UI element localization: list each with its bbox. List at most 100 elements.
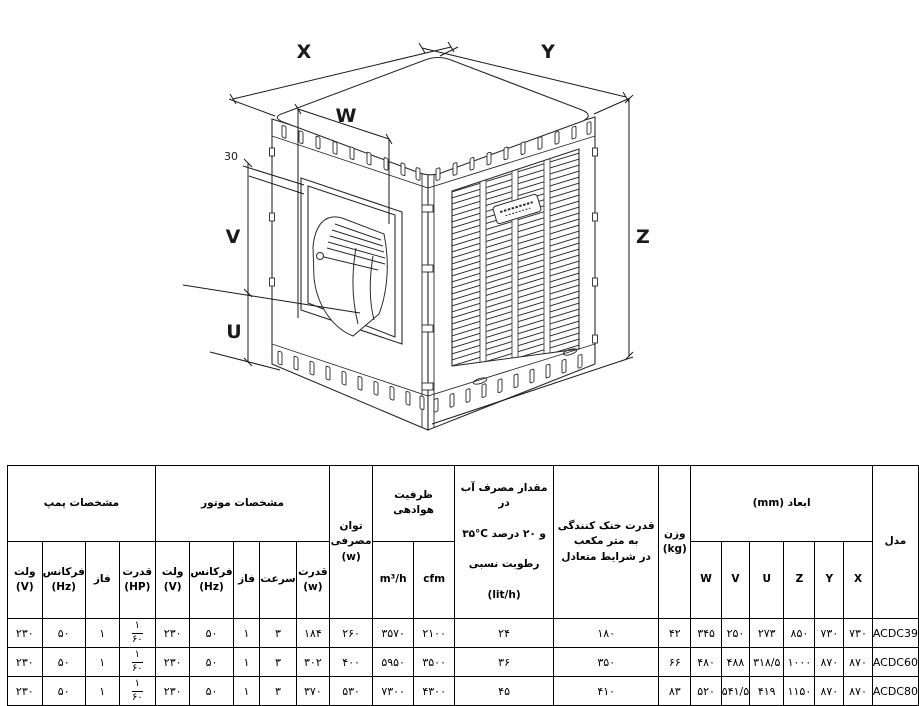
- cell-motor-power: ۳۰۲: [295, 647, 331, 678]
- cell-motor-speed: ۳: [259, 618, 297, 649]
- cell-dim-w: ۳۴۵: [690, 618, 722, 649]
- cell-dim-u: ۳۱۸/۵: [749, 647, 785, 678]
- cell-power: ۵۳۰: [329, 676, 374, 706]
- cell-motor-speed: ۳: [259, 647, 297, 678]
- header-dim-u: U: [749, 540, 785, 620]
- cell-pump-frequency: ۵۰: [41, 618, 86, 649]
- cell-dim-w: ۵۲۰: [690, 676, 722, 706]
- header-dim-z: Z: [783, 540, 816, 620]
- cell-motor-frequency: ۵۰: [189, 647, 234, 678]
- header-pump-power: قدرت (HP): [118, 540, 156, 620]
- header-motor-power: قدرت (w): [295, 540, 331, 620]
- cell-pump-phase: ۱: [84, 618, 120, 649]
- cell-pump-frequency: ۵۰: [41, 647, 86, 678]
- cell-motor-power: ۳۷۰: [295, 676, 331, 706]
- cell-dim-z: ۸۵۰: [783, 618, 816, 649]
- header-dim-v: V: [720, 540, 751, 620]
- cell-cfm: ۲۱۰۰: [413, 618, 456, 649]
- base-vent-slots-left: [277, 350, 425, 410]
- cell-dim-y: ۸۷۰: [814, 647, 845, 678]
- dim-label-u: U: [226, 321, 241, 343]
- base-vent-slots-right: [433, 354, 583, 413]
- header-pump-frequency: فرکانس (Hz): [41, 540, 86, 620]
- top-rim-vent-slots-right: [435, 121, 592, 181]
- header-cooling-power: قدرت خنک کنندگی به متر مکعب در شرایط متع…: [553, 464, 660, 620]
- cell-m3h: ۵۹۵۰: [372, 647, 415, 678]
- header-pump-voltage: ولت (V): [7, 540, 43, 620]
- header-power-consumption: توان مصرفی (w): [329, 464, 374, 620]
- table-row-acdc80: ACDC80 ۸۷۰ ۸۷۰ ۱۱۵۰ ۴۱۹ ۵۴۱/۵ ۵۲۰ ۸۳ ۴۱۰…: [7, 676, 919, 706]
- cell-model: ACDC39: [871, 618, 919, 649]
- dim-label-y: Y: [540, 41, 555, 63]
- cell-power: ۴۰۰: [329, 647, 374, 678]
- header-model: مدل: [871, 464, 919, 620]
- header-cfm: cfm: [413, 540, 456, 620]
- cell-water: ۳۶: [454, 647, 555, 678]
- cell-weight: ۶۶: [658, 647, 692, 678]
- cell-dim-z: ۱۱۵۰: [783, 676, 816, 706]
- header-dim-x: X: [843, 540, 873, 620]
- cell-weight: ۴۲: [658, 618, 692, 649]
- cell-dim-v: ۵۴۱/۵: [720, 676, 751, 706]
- cell-pump-frequency: ۵۰: [41, 676, 86, 706]
- cell-dim-w: ۴۸۰: [690, 647, 722, 678]
- brand-nameplate: [492, 193, 542, 225]
- dim-label-w: W: [336, 105, 357, 127]
- cell-dim-v: ۲۵۰: [720, 618, 751, 649]
- cell-dim-x: ۷۳۰: [843, 618, 873, 649]
- header-motor-phase: فاز: [232, 540, 261, 620]
- spec-table: مدل ابعاد (mm) وزن (kg) قدرت خنک کنندگی …: [7, 464, 919, 706]
- cell-motor-frequency: ۵۰: [189, 618, 234, 649]
- cell-model: ACDC60: [871, 647, 919, 678]
- cell-dim-u: ۴۱۹: [749, 676, 785, 706]
- dimension-lines: [182, 41, 634, 425]
- cell-dim-x: ۸۷۰: [843, 676, 873, 706]
- header-dimensions: ابعاد (mm): [690, 465, 873, 542]
- cell-pump-voltage: ۲۳۰: [7, 676, 43, 706]
- cell-cfm: ۳۵۰۰: [413, 647, 456, 678]
- cell-cooling: ۳۵۰: [553, 647, 660, 678]
- header-water-consumption: مقدار مصرف آب در ۳۵°C و ۲۰ درصد رطوبت نس…: [454, 464, 555, 620]
- header-airflow-capacity: ظرفیت هوادهی: [372, 465, 456, 542]
- header-motor-speed: سرعت: [259, 540, 297, 620]
- cell-dim-z: ۱۰۰۰: [783, 647, 816, 678]
- header-dim-w: W: [690, 540, 722, 620]
- header-pump-phase: فاز: [84, 540, 120, 620]
- cell-cooling: ۱۸۰: [553, 618, 660, 649]
- table-row-acdc39: ACDC39 ۷۳۰ ۷۳۰ ۸۵۰ ۲۷۳ ۲۵۰ ۳۴۵ ۴۲ ۱۸۰ ۲۴…: [7, 618, 919, 649]
- cell-m3h: ۷۳۰۰: [372, 676, 415, 706]
- cell-pump-voltage: ۲۳۰: [7, 647, 43, 678]
- cell-water: ۴۵: [454, 676, 555, 706]
- header-weight: وزن (kg): [658, 464, 692, 620]
- dim-label-z: Z: [636, 226, 650, 248]
- header-motor-frequency: فرکانس (Hz): [189, 540, 234, 620]
- cell-cooling: ۴۱۰: [553, 676, 660, 706]
- cell-m3h: ۳۵۷۰: [372, 618, 415, 649]
- dim-label-x: X: [297, 41, 312, 63]
- fan-hub: [316, 252, 324, 260]
- panel-seams: [271, 135, 596, 428]
- cell-dim-x: ۸۷۰: [843, 647, 873, 678]
- cell-water: ۲۴: [454, 618, 555, 649]
- cooler-top-face: [276, 56, 589, 176]
- cell-power: ۲۶۰: [329, 618, 374, 649]
- water-header-line1: مقدار مصرف آب در: [460, 482, 548, 510]
- dim-label-offset-30: 30: [224, 150, 238, 163]
- blower-fan: [312, 216, 388, 337]
- cell-motor-frequency: ۵۰: [189, 676, 234, 706]
- cell-dim-v: ۴۸۸: [720, 647, 751, 678]
- cell-pump-phase: ۱: [84, 647, 120, 678]
- cell-motor-phase: ۱: [232, 647, 261, 678]
- cooler-isometric-drawing: X Y Z W V U 30: [170, 0, 650, 458]
- cell-model: ACDC80: [871, 676, 919, 706]
- header-pump-specs: مشخصات پمپ: [7, 465, 156, 542]
- cell-pump-voltage: ۲۳۰: [7, 618, 43, 649]
- dim-label-v: V: [226, 226, 241, 248]
- cell-cfm: ۴۳۰۰: [413, 676, 456, 706]
